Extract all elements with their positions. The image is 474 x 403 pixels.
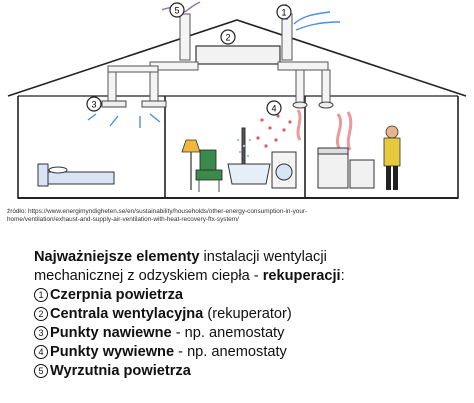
legend-number-badge: 4 xyxy=(34,345,48,359)
legend-intro-rest: instalacji wentylacji xyxy=(199,249,327,265)
duct-network xyxy=(107,13,331,105)
warm-air-particles xyxy=(256,114,292,148)
legend-item-title: Centrala wentylacyjna xyxy=(50,306,204,322)
warm-air-plume xyxy=(296,109,353,151)
house-outline xyxy=(7,19,467,199)
washing-machine xyxy=(271,151,297,189)
legend: Najważniejsze elementy instalacji wentyl… xyxy=(34,248,464,381)
marker-4: 4 xyxy=(266,100,282,116)
shower-water xyxy=(236,138,252,158)
bed xyxy=(37,163,115,187)
ventilation-diagram: 1 2 3 4 5 xyxy=(7,1,467,199)
legend-intro-line-1: Najważniejsze elementy instalacji wentyl… xyxy=(34,248,464,267)
legend-intro-rekuperacji: rekuperacji xyxy=(262,268,341,284)
marker-1: 1 xyxy=(276,4,292,20)
legend-item-title: Czerpnia powietrza xyxy=(50,287,183,303)
legend-item-detail: (rekuperator) xyxy=(203,306,292,322)
person-cooking xyxy=(383,125,401,190)
ventilation-unit xyxy=(195,45,281,65)
legend-number-badge: 3 xyxy=(34,326,48,340)
svg-text:5: 5 xyxy=(174,6,179,16)
source-line-2: home/ventilation/exhaust-and-supply-air-… xyxy=(7,216,239,224)
legend-intro-line2-start: mechanicznej z odzyskiem ciepła - xyxy=(34,268,263,284)
marker-3: 3 xyxy=(86,96,102,112)
source-line-1: źródło: https://www.energimyndigheten.se… xyxy=(7,208,308,215)
marker-2: 2 xyxy=(220,29,236,45)
legend-intro-colon: : xyxy=(340,268,345,284)
legend-item-detail: - np. anemostaty xyxy=(171,325,285,341)
legend-number-badge: 2 xyxy=(34,307,48,321)
kitchen-stove xyxy=(317,147,375,189)
svg-text:3: 3 xyxy=(91,100,96,110)
supply-vents xyxy=(101,100,167,108)
marker-5: 5 xyxy=(169,2,185,18)
legend-item-title: Punkty wywiewne xyxy=(50,344,175,360)
legend-item-detail: - np. anemostaty xyxy=(174,344,287,360)
legend-number-badge: 5 xyxy=(34,364,48,378)
legend-intro-bold: Najważniejsze elementy xyxy=(34,249,200,265)
svg-text:4: 4 xyxy=(271,104,276,114)
armchair xyxy=(195,149,223,192)
svg-text:1: 1 xyxy=(281,8,286,18)
source-citation: źródło: https://www.energimyndigheten.se… xyxy=(7,208,469,225)
legend-item-title: Punkty nawiewne xyxy=(50,325,172,341)
lamp xyxy=(181,139,201,190)
svg-text:2: 2 xyxy=(225,33,230,43)
legend-number-badge: 1 xyxy=(34,288,48,302)
exhaust-vents xyxy=(292,101,334,109)
legend-intro-line-2: mechanicznej z odzyskiem ciepła - rekupe… xyxy=(34,267,464,286)
legend-item-title: Wyrzutnia powietrza xyxy=(50,363,191,379)
